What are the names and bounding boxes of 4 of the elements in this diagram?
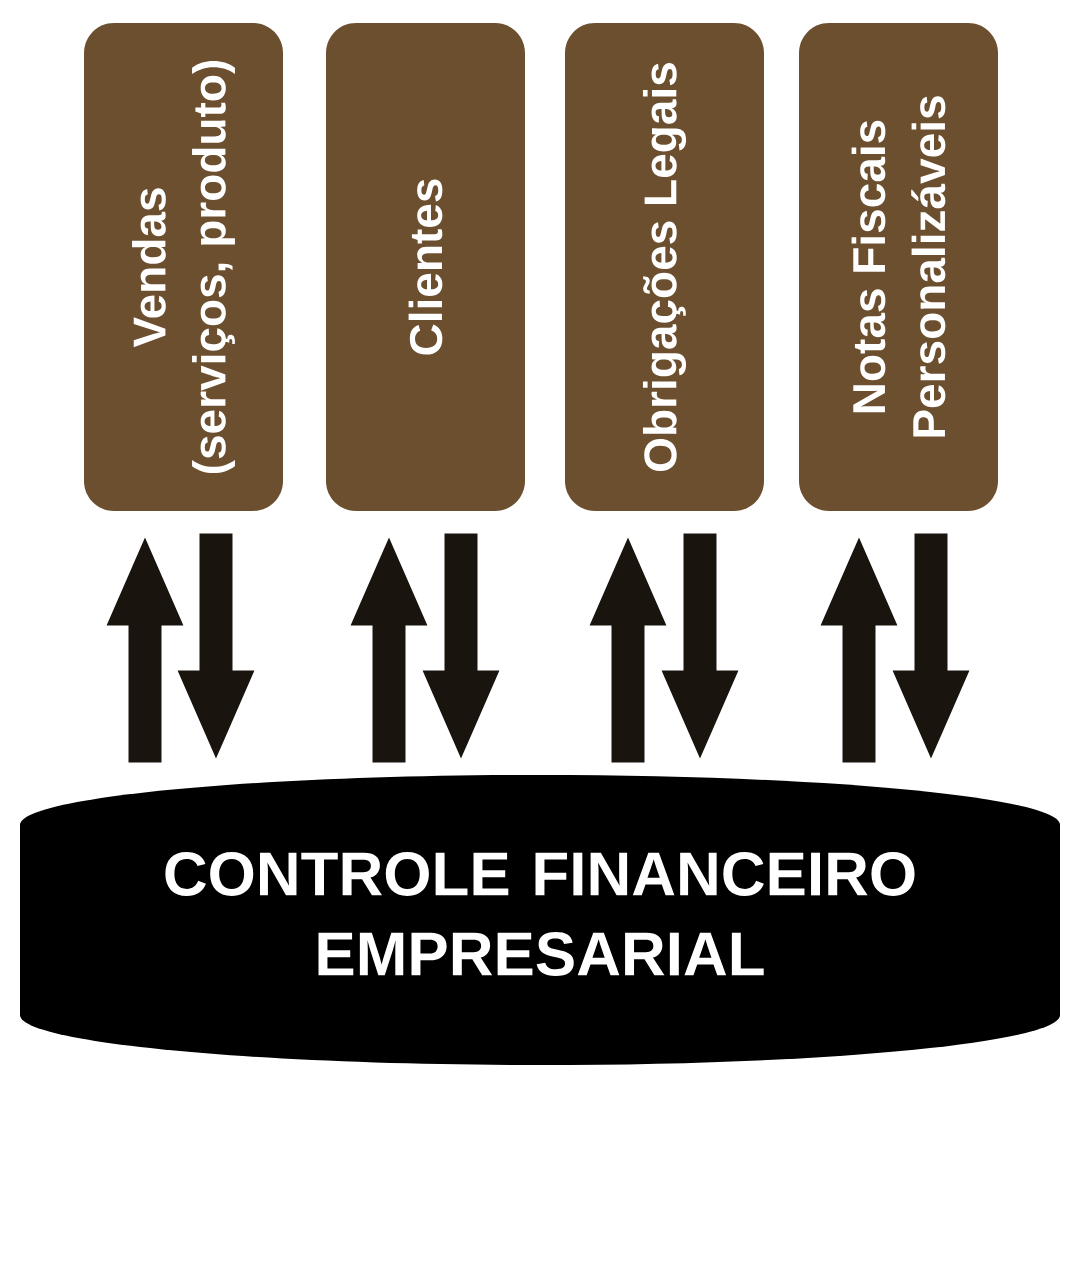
rounded-box: Vendas (serviços, produto) xyxy=(84,23,283,511)
rounded-box: Obrigações Legais xyxy=(565,23,764,511)
rounded-box: Notas Fiscais Personalizáveis xyxy=(799,23,998,511)
rounded-box: Clientes xyxy=(326,23,525,511)
